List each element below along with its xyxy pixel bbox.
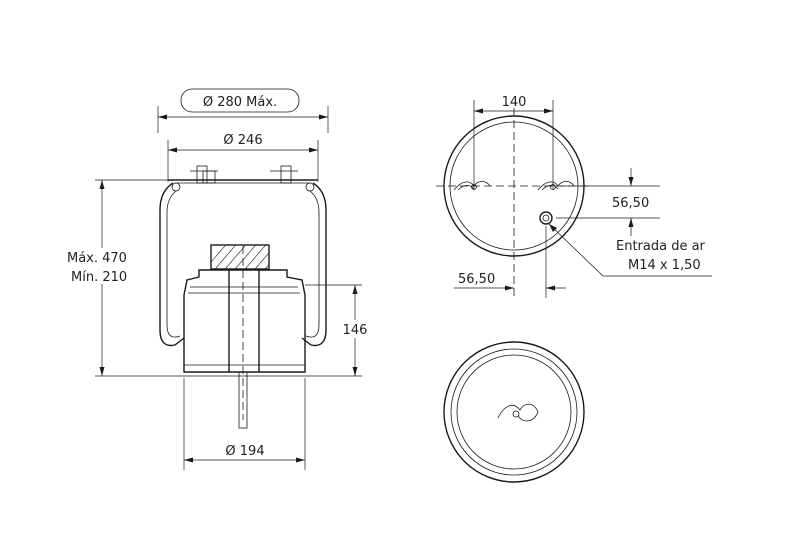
piston-height-label: 146 <box>343 323 368 338</box>
bellows <box>159 182 327 347</box>
bead-ring-left <box>171 182 181 192</box>
horizontal-offset-label: 56,50 <box>458 272 495 287</box>
top-plate-diameter-label: Ø 246 <box>223 133 262 148</box>
stud-spacing-dimension: 140 <box>473 95 554 190</box>
air-inlet-thread-label: M14 x 1,50 <box>628 258 701 273</box>
max-diameter-label: Ø 280 Máx. <box>203 95 277 110</box>
vertical-offset-dimension: 56,50 <box>556 168 660 236</box>
piston-height-dimension: 146 <box>305 284 370 377</box>
height-max-label: Máx. 470 <box>67 251 127 266</box>
piston-diameter-dimension: Ø 194 <box>183 378 306 470</box>
vertical-offset-label: 56,50 <box>612 196 649 211</box>
height-min-label: Mín. 210 <box>71 270 127 285</box>
stud-spacing-label: 140 <box>502 95 527 110</box>
max-diameter-label-frame <box>180 88 300 113</box>
bottom-clip <box>497 403 539 422</box>
bottom-view-ring-2 <box>456 354 572 470</box>
horizontal-offset-dimension: 56,50 <box>454 226 566 298</box>
bottom-view-outer-circle <box>443 341 585 483</box>
air-inlet-leader: Entrada de ar M14 x 1,50 <box>548 223 712 277</box>
max-diameter-dimension: Ø 280 Máx. <box>157 88 329 133</box>
top-view: 140 56,50 56,50 Entrada de <box>436 95 712 298</box>
bottom-bolt <box>238 371 248 429</box>
air-inlet-port <box>539 211 553 225</box>
piston-diameter-label: Ø 194 <box>225 444 264 459</box>
top-plate-diameter-dimension: Ø 246 <box>167 133 319 182</box>
top-plate <box>168 165 318 192</box>
bottom-view <box>443 341 585 483</box>
bumper-block <box>210 244 270 270</box>
bead-ring-right <box>305 182 315 192</box>
air-inlet-label: Entrada de ar <box>616 239 706 254</box>
side-view: Ø 280 Máx. Ø 246 <box>64 88 370 470</box>
bottom-view-ring-1 <box>450 348 578 476</box>
piston <box>183 269 306 377</box>
height-dimension: Máx. 470 Mín. 210 <box>64 179 184 377</box>
